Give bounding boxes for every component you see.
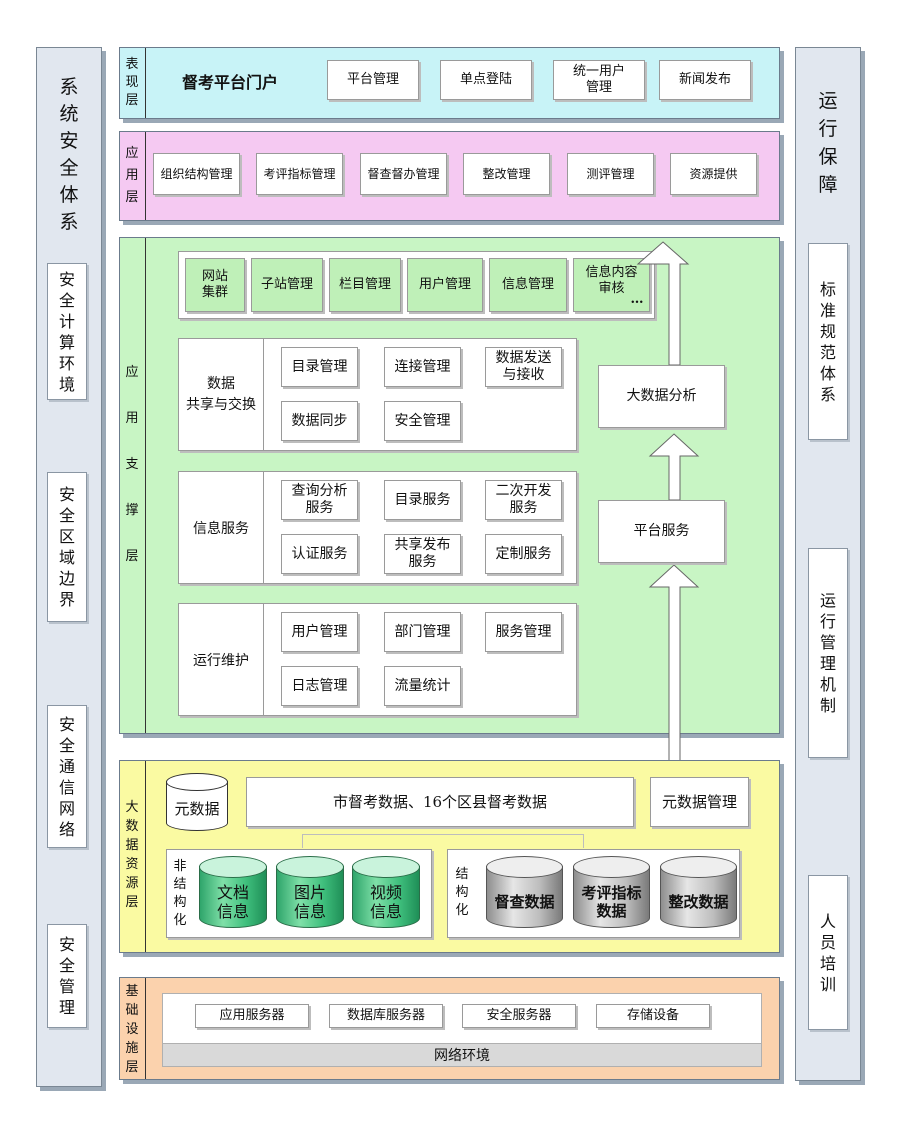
catalog-management: 目录管理 — [281, 347, 358, 387]
custom-service: 定制服务 — [485, 534, 562, 574]
operation-support-title: 运行 保障 — [818, 89, 838, 196]
operation-maintenance-title: 运行维护 — [193, 652, 249, 669]
arrow-to-platform — [648, 564, 700, 774]
infra-layer-label: 基础 设施 层 — [125, 983, 139, 1075]
security-system-title: 系统 安全 体系 — [59, 76, 79, 233]
supervision-management: 督查督办管理 — [360, 153, 447, 195]
unified-user-management: 统一用户 管理 — [553, 60, 645, 100]
service-management: 服务管理 — [485, 612, 562, 652]
data-sync: 数据同步 — [281, 401, 358, 441]
security-computing-environment: 安全 计算 环境 — [47, 263, 87, 400]
image-info-cylinder: 图片 信息 — [276, 856, 344, 928]
content-review: 信息内容 审核 — [573, 258, 650, 312]
content-review-ellipsis: … — [630, 292, 644, 307]
connection-management: 连接管理 — [384, 347, 461, 387]
video-info-cylinder: 视频 信息 — [352, 856, 420, 928]
structured-label: 结构 化 — [455, 867, 469, 918]
ops-user-management: 用户管理 — [281, 612, 358, 652]
auth-service: 认证服务 — [281, 534, 358, 574]
single-sign-on: 单点登陆 — [440, 60, 532, 100]
security-management-module: 安全管理 — [384, 401, 461, 441]
platform-management: 平台管理 — [327, 60, 419, 100]
standard-system: 标准 规范 体系 — [808, 243, 848, 440]
network-environment: 网络环境 — [162, 1043, 762, 1067]
resource-provision: 资源提供 — [670, 153, 757, 195]
staff-training: 人员 培训 — [808, 875, 848, 1030]
security-communication-network: 安全 通信 网络 — [47, 705, 87, 848]
operation-mechanism: 运行 管理 机制 — [808, 548, 848, 758]
security-area-boundary: 安全 区域 边界 — [47, 472, 87, 622]
application-layer-label: 应用 层 — [125, 146, 139, 205]
log-management: 日志管理 — [281, 666, 358, 706]
rectification-management: 整改管理 — [463, 153, 550, 195]
evaluation-index-management: 考评指标管理 — [256, 153, 343, 195]
bigdata-layer-label: 大数 据资 源层 — [125, 800, 139, 910]
department-management: 部门管理 — [384, 612, 461, 652]
storage-device: 存储设备 — [596, 1004, 710, 1028]
presentation-layer-label: 表现 层 — [125, 57, 139, 108]
supervision-data-cylinder: 督查数据 — [486, 856, 563, 928]
info-service-title: 信息服务 — [193, 520, 249, 537]
application-support-layer-label: 应用 支撑 层 — [125, 365, 139, 564]
catalog-service: 目录服务 — [384, 480, 461, 520]
subsite-management: 子站管理 — [251, 258, 323, 312]
application-server: 应用服务器 — [195, 1004, 309, 1028]
security-server: 安全服务器 — [462, 1004, 576, 1028]
big-data-analysis: 大数据分析 — [598, 365, 725, 428]
rectification-data-cylinder: 整改数据 — [660, 856, 737, 928]
data-send-receive: 数据发送 与接收 — [485, 347, 562, 387]
data-sources: 市督考数据、16个区县督考数据 — [246, 777, 634, 827]
database-server: 数据库服务器 — [329, 1004, 443, 1028]
document-info-cylinder: 文档 信息 — [199, 856, 267, 928]
news-publishing: 新闻发布 — [659, 60, 751, 100]
column-management: 栏目管理 — [329, 258, 401, 312]
share-publish-service: 共享发布 服务 — [384, 534, 461, 574]
platform-service: 平台服务 — [598, 500, 725, 563]
traffic-statistics: 流量统计 — [384, 666, 461, 706]
data-exchange-title: 数据 共享与交换 — [186, 375, 256, 413]
query-analysis-service: 查询分析 服务 — [281, 480, 358, 520]
source-connector — [302, 834, 584, 848]
website-cluster: 网站 集群 — [185, 258, 245, 312]
unstructured-label: 非结 构化 — [173, 859, 187, 928]
cms-user-management: 用户管理 — [407, 258, 483, 312]
metadata-cylinder: 元数据 — [166, 773, 228, 831]
arrow-to-application — [636, 241, 690, 366]
metadata-management: 元数据管理 — [650, 777, 749, 827]
assessment-management: 测评管理 — [567, 153, 654, 195]
portal-title: 督考平台门户 — [181, 73, 278, 92]
org-structure-management: 组织结构管理 — [153, 153, 240, 195]
arrow-to-big-data — [648, 433, 700, 501]
evaluation-index-data-cylinder: 考评指标 数据 — [573, 856, 650, 928]
info-management: 信息管理 — [489, 258, 567, 312]
secondary-dev-service: 二次开发 服务 — [485, 480, 562, 520]
security-management: 安全 管理 — [47, 924, 87, 1028]
